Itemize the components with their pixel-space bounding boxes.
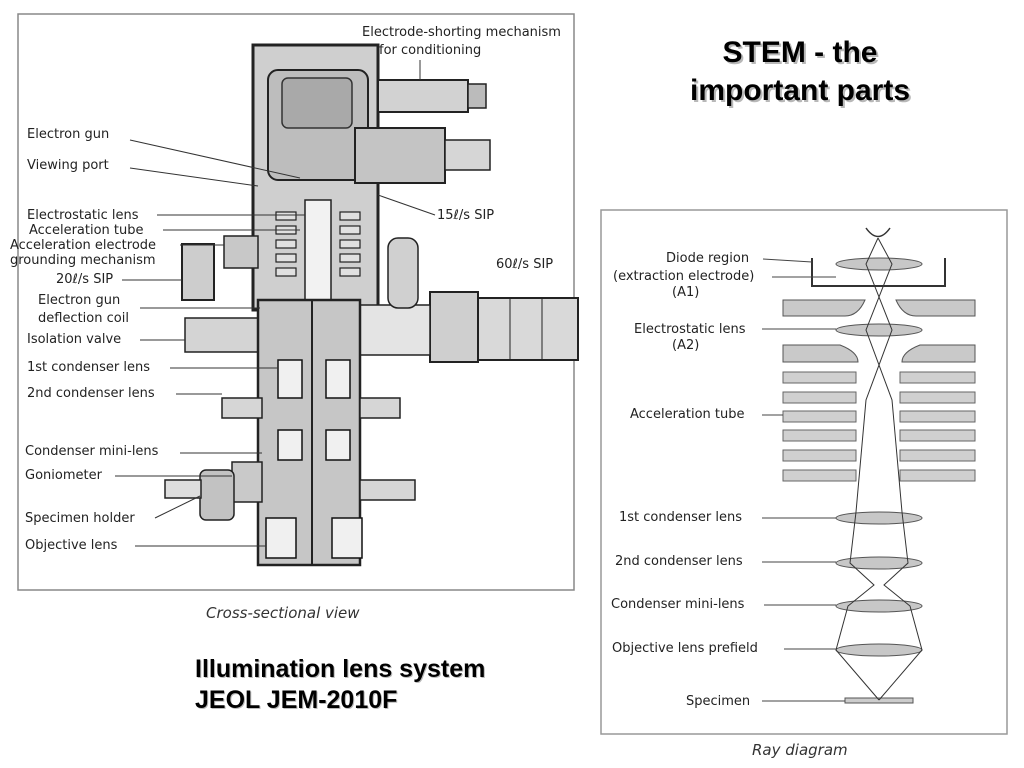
electron-rays bbox=[835, 237, 923, 701]
label-objective-lens: Objective lens bbox=[25, 538, 118, 553]
subtitle-line-2: JEOL JEM-2010F bbox=[195, 686, 398, 714]
slide-subtitle: Illumination lens system JEOL JEM-2010F bbox=[195, 654, 485, 716]
label-electrostatic-lens: Electrostatic lens bbox=[27, 208, 139, 223]
shorting-mechanism bbox=[377, 79, 469, 113]
sip-20-pump bbox=[181, 243, 215, 301]
label-objective-prefield: Objective lens prefield bbox=[612, 641, 758, 656]
label-for-conditioning: for conditioning bbox=[379, 43, 482, 58]
a2-plate-left bbox=[782, 344, 859, 363]
label-condenser-mini-lens: Condenser mini-lens bbox=[25, 444, 159, 459]
label-deflection-coil: deflection coil bbox=[38, 311, 129, 326]
a1-plate-left bbox=[782, 299, 866, 317]
label-sip-15: 15ℓ/s SIP bbox=[437, 208, 495, 223]
a1-plate-right bbox=[895, 299, 976, 317]
label-specimen: Specimen bbox=[686, 694, 751, 709]
label-goniometer: Goniometer bbox=[25, 468, 102, 483]
label-shorting-mechanism: Electrode-shorting mechanism bbox=[362, 25, 561, 40]
label-ray-acceleration-tube: Acceleration tube bbox=[630, 407, 745, 422]
label-sip-60: 60ℓ/s SIP bbox=[496, 257, 554, 272]
label-ray-2nd-condenser: 2nd condenser lens bbox=[615, 554, 743, 569]
label-diode-region: Diode region bbox=[666, 251, 750, 266]
ray-diagram-frame bbox=[600, 209, 1008, 735]
label-acceleration-tube: Acceleration tube bbox=[29, 223, 144, 238]
title-line-1: STEM - the bbox=[722, 36, 878, 69]
ray-diagram-caption: Ray diagram bbox=[752, 741, 848, 759]
label-acceleration-electrode: Acceleration electrode bbox=[10, 238, 157, 253]
label-2nd-condenser-lens: 2nd condenser lens bbox=[27, 386, 155, 401]
extraction-electrode bbox=[811, 258, 946, 287]
label-a2: (A2) bbox=[672, 338, 700, 353]
goniometer bbox=[231, 461, 263, 503]
specimen-plate bbox=[844, 697, 914, 704]
label-ray-condenser-mini: Condenser mini-lens bbox=[611, 597, 745, 612]
label-ray-electrostatic-lens: Electrostatic lens bbox=[634, 322, 746, 337]
cross-section-caption: Cross-sectional view bbox=[206, 604, 360, 622]
acceleration-tube-plates bbox=[782, 371, 976, 482]
condenser-lens-coils bbox=[265, 359, 363, 559]
label-grounding-mechanism: grounding mechanism bbox=[10, 253, 156, 268]
label-electron-gun: Electron gun bbox=[27, 127, 110, 142]
slide-title: STEM - the important parts bbox=[640, 34, 960, 110]
a2-plate-right bbox=[901, 344, 976, 363]
label-ray-1st-condenser: 1st condenser lens bbox=[619, 510, 742, 525]
label-sip-20: 20ℓ/s SIP bbox=[56, 272, 114, 287]
label-isolation-valve: Isolation valve bbox=[27, 332, 122, 347]
subtitle-line-1: Illumination lens system bbox=[195, 655, 486, 683]
label-specimen-holder: Specimen holder bbox=[25, 511, 135, 526]
label-extraction-electrode: (extraction electrode) bbox=[613, 269, 755, 284]
label-viewing-port: Viewing port bbox=[27, 158, 109, 173]
title-line-2: important parts bbox=[689, 74, 911, 107]
emitter-tip bbox=[865, 227, 891, 238]
label-a1: (A1) bbox=[672, 285, 700, 300]
label-1st-condenser-lens: 1st condenser lens bbox=[27, 360, 150, 375]
lens-ellipses bbox=[835, 257, 923, 657]
gun-cap bbox=[281, 77, 353, 129]
label-electron-gun-2: Electron gun bbox=[38, 293, 121, 308]
